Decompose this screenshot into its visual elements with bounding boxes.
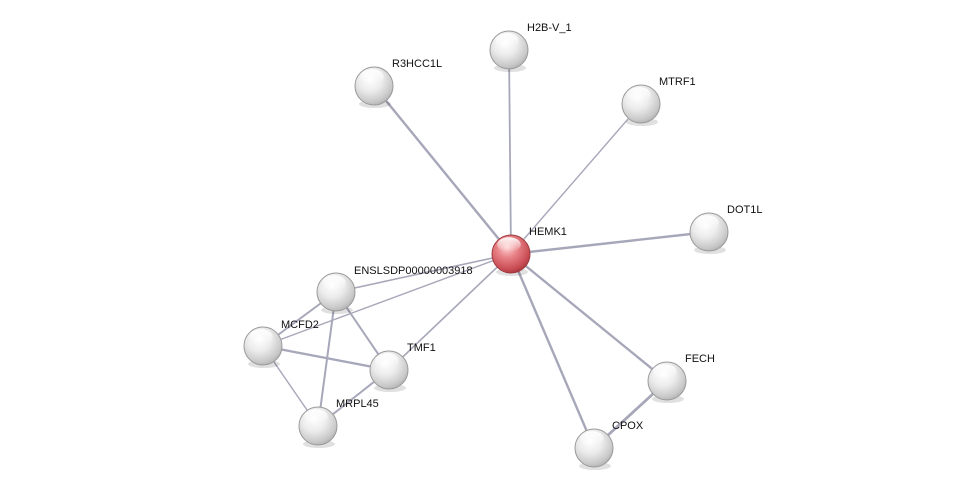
node-r3hcc1l[interactable]: R3HCC1L: [354, 58, 442, 108]
node-highlight: [322, 275, 346, 290]
node-cpox[interactable]: CPOX: [574, 420, 644, 470]
node-mtrf1[interactable]: MTRF1: [621, 76, 696, 126]
edge-hemk1-dot1l: [509, 230, 711, 256]
node-mrpl45[interactable]: MRPL45: [298, 398, 379, 448]
edge-hemk1-r3hcc1l: [372, 84, 513, 256]
edge-hemk1-h2b-v_1: [508, 49, 512, 255]
node-highlight: [304, 409, 328, 424]
edge-hemk1-fech: [509, 252, 669, 383]
node-label: ENSLSDP00000003918: [354, 265, 473, 277]
node-label: DOT1L: [727, 204, 762, 216]
node-label: R3HCC1L: [392, 58, 442, 70]
edge-hemk1-enslsdp00000003918: [335, 253, 512, 293]
edge-hemk1-mtrf1: [510, 103, 642, 255]
node-highlight: [653, 364, 677, 379]
node-fech[interactable]: FECH: [647, 353, 715, 403]
node-hemk1[interactable]: HEMK1: [491, 226, 567, 276]
node-highlight: [497, 237, 521, 252]
node-label: MCFD2: [281, 319, 319, 331]
node-highlight: [580, 431, 604, 446]
node-highlight: [627, 87, 651, 102]
node-label: H2B-V_1: [527, 22, 572, 34]
node-label: CPOX: [612, 420, 644, 432]
node-mcfd2[interactable]: MCFD2: [243, 319, 319, 368]
node-label: TMF1: [407, 342, 436, 354]
node-label: HEMK1: [529, 226, 567, 238]
edge-hemk1-mcfd2: [262, 253, 512, 347]
node-h2b-v-1[interactable]: H2B-V_1: [489, 22, 572, 72]
edge-hemk1-tmf1: [388, 253, 512, 371]
node-tmf1[interactable]: TMF1: [369, 342, 436, 392]
node-highlight: [249, 329, 273, 344]
node-label: MTRF1: [659, 76, 696, 88]
node-enslsdp00000003918[interactable]: ENSLSDP00000003918: [316, 265, 473, 314]
node-highlight: [695, 215, 719, 230]
node-dot1l[interactable]: DOT1L: [689, 204, 762, 254]
node-label: MRPL45: [336, 398, 379, 410]
node-highlight: [360, 69, 384, 84]
edge-mcfd2-tmf1: [261, 344, 391, 372]
node-highlight: [375, 353, 399, 368]
node-highlight: [495, 33, 519, 48]
node-label: FECH: [685, 353, 715, 365]
edge-hemk1-cpox: [509, 252, 596, 450]
